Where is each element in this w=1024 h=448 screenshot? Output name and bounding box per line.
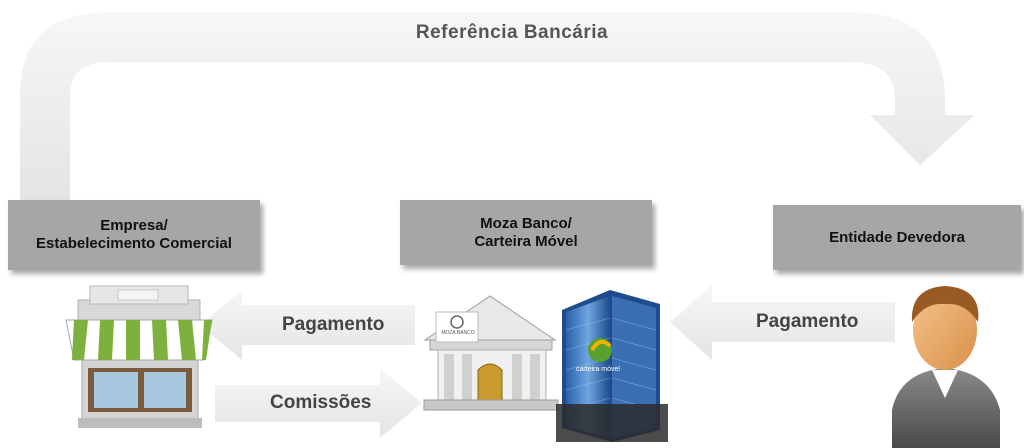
entidade-box-line-1: Entidade Devedora xyxy=(829,228,965,246)
empresa-box-line-2: Estabelecimento Comercial xyxy=(36,235,232,252)
pagamento-arrow-right xyxy=(670,285,895,360)
referencia-bancaria-label: Referência Bancária xyxy=(415,22,609,43)
shop-icon xyxy=(65,285,213,428)
carteira-movel-logo-text: carteira móvel xyxy=(576,366,620,373)
moza-banco-logo-text: MOZA BANCO xyxy=(441,330,475,336)
moza-box-line-1: Moza Banco/ xyxy=(480,214,572,232)
entidade-devedora-box: Entidade Devedora xyxy=(773,205,1021,270)
person-icon xyxy=(892,286,1000,448)
office-tower-icon xyxy=(556,290,668,442)
pagamento-left-label: Pagamento xyxy=(282,314,385,335)
comissoes-label: Comissões xyxy=(270,392,372,413)
bank-building-icon xyxy=(423,295,559,411)
comissoes-arrow xyxy=(215,368,422,438)
referencia-bancaria-arrow xyxy=(20,12,975,200)
empresa-box: Empresa/ Estabelecimento Comercial xyxy=(8,200,260,270)
empresa-box-line-1: Empresa/ xyxy=(100,217,168,234)
moza-banco-box: Moza Banco/ Carteira Móvel xyxy=(400,200,652,265)
pagamento-arrow-left xyxy=(200,290,415,360)
moza-box-line-2: Carteira Móvel xyxy=(474,232,578,250)
pagamento-right-label: Pagamento xyxy=(756,311,859,332)
